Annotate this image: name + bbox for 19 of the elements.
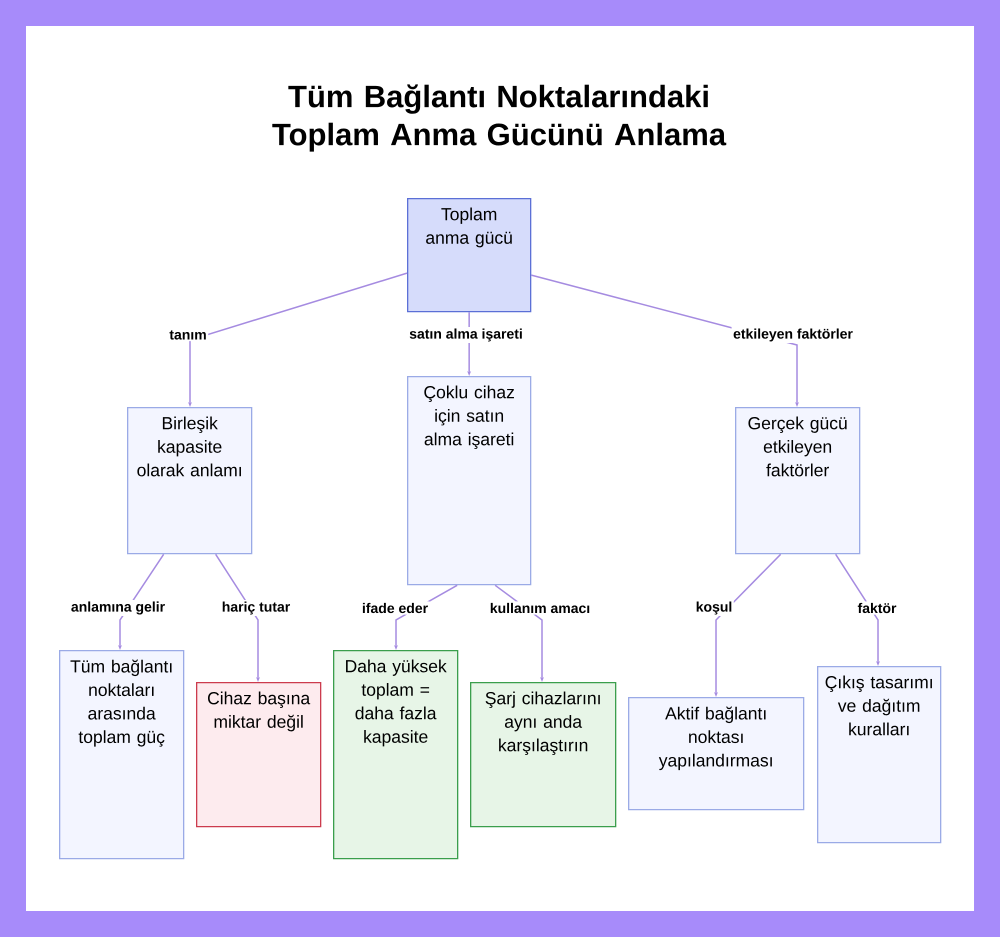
- edge-label: anlamına gelir: [69, 600, 167, 616]
- concept-box: Tüm bağlantı noktaları arasında toplam güç: [59, 650, 184, 860]
- edge-label: koşul: [694, 600, 734, 616]
- concept-box: Şarj cihazlarını aynı anda karşılaştırın: [470, 682, 616, 828]
- title: Tüm Bağlantı Noktalarındaki Toplam Anma Gücünü Anlama: [272, 84, 726, 152]
- edge-label: satın alma işareti: [408, 326, 524, 344]
- concept-box: Daha yüksek toplam = daha fazla kapasite: [333, 650, 458, 860]
- edge-label: ifade eder: [360, 601, 430, 615]
- edge-label: faktör: [856, 601, 898, 615]
- concept-box: Birleşik kapasite olarak anlamı: [127, 407, 252, 554]
- concept-box: Gerçek gücü etkileyen faktörler: [735, 407, 860, 554]
- concept-box: Çıkış tasarımı ve dağıtım kuralları: [817, 666, 942, 844]
- concept-box: Çoklu cihaz için satın alma işareti: [407, 376, 532, 586]
- concept-box: Aktif bağlantı noktası yapılandırması: [628, 697, 804, 810]
- edge-label: hariç tutar: [220, 600, 292, 616]
- edge-label: kullanım amacı: [488, 601, 592, 615]
- concept-box: Cihaz başına miktar değil: [196, 682, 322, 828]
- concept-box: Toplam anma gücü: [407, 198, 532, 312]
- edge-label: etkileyen faktörler: [732, 326, 854, 344]
